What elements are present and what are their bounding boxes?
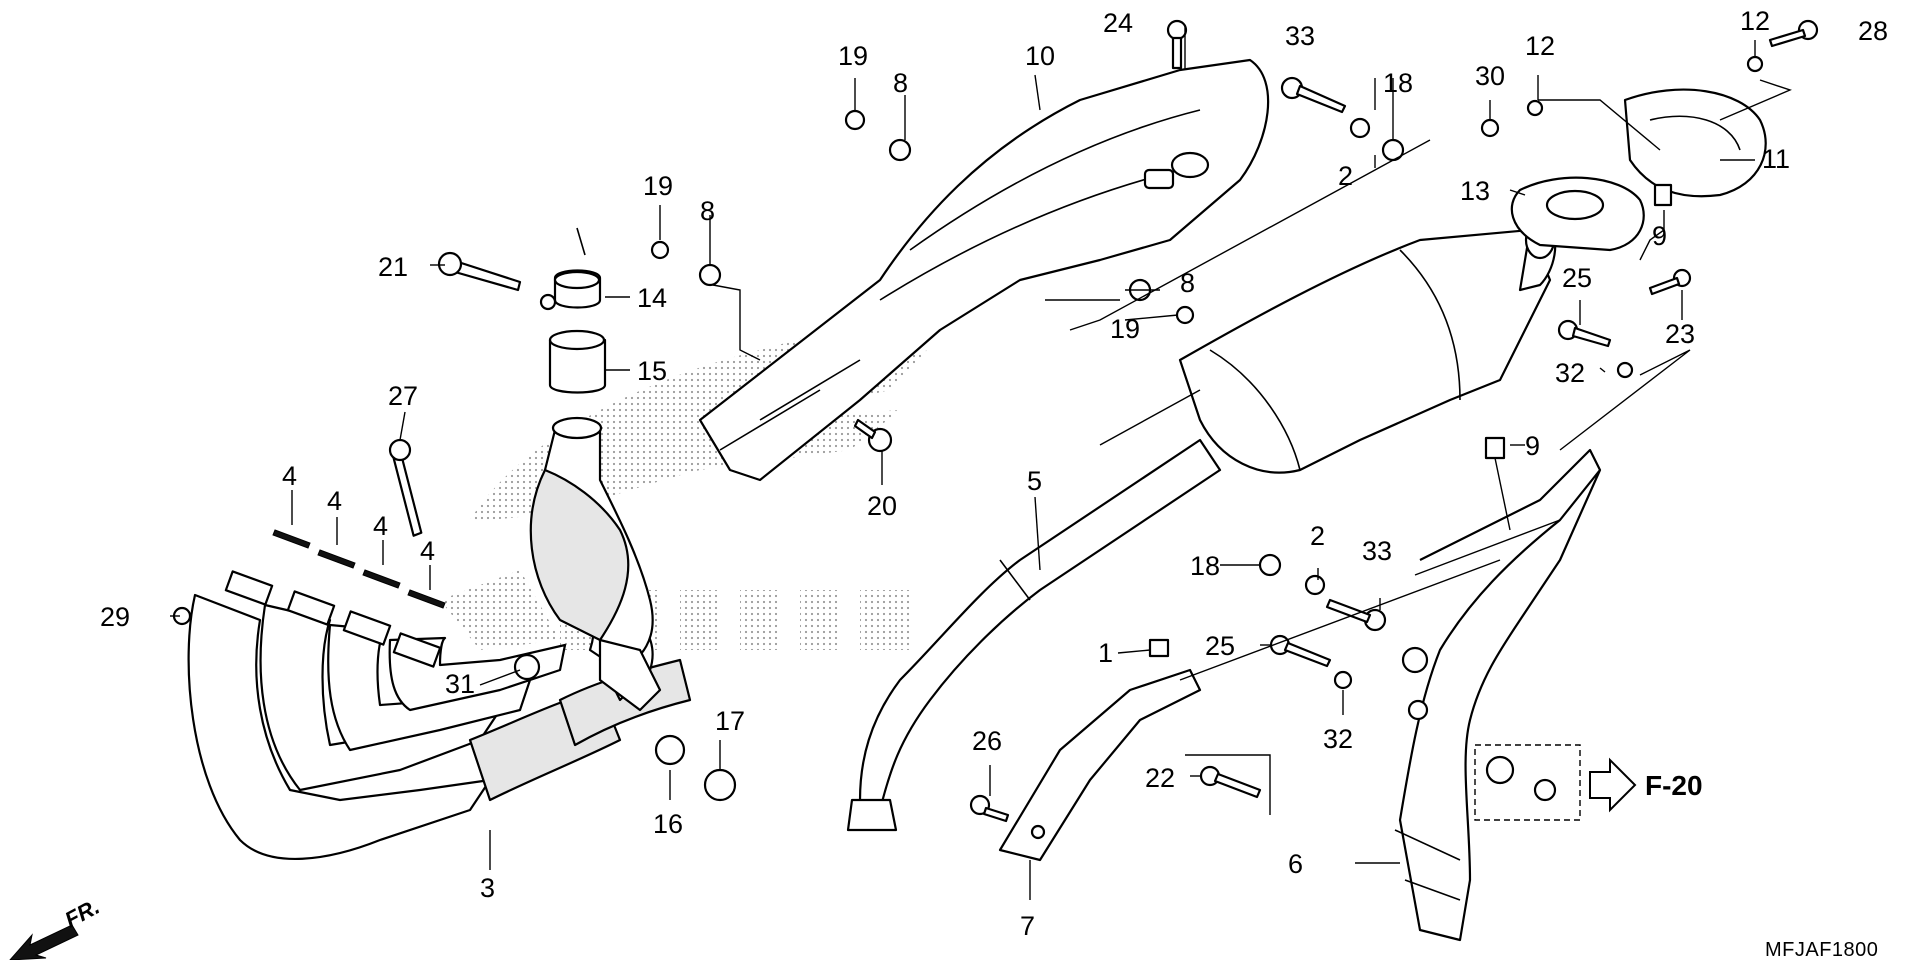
callout-8-c: 8 [1180, 268, 1195, 298]
callout-8-a: 8 [893, 68, 908, 98]
reference-arrow-icon [1589, 757, 1637, 813]
callout-12-b: 12 [1740, 6, 1770, 36]
reference-box [1474, 744, 1581, 821]
pipe-protector [998, 668, 1202, 862]
front-marker-label: FR. [61, 894, 104, 933]
callout-11: 11 [1762, 144, 1790, 174]
washers-and-nuts [172, 55, 1764, 802]
callout-26: 26 [972, 726, 1002, 756]
callout-9-a: 9 [1652, 221, 1667, 251]
callout-32-a: 32 [1555, 358, 1585, 388]
callout-1: 1 [1098, 638, 1113, 668]
callout-15: 15 [637, 356, 667, 386]
callout-25-a: 25 [1562, 263, 1592, 293]
callout-18-b: 18 [1190, 551, 1220, 581]
callout-32-b: 32 [1323, 724, 1353, 754]
bolt-33-bottom [1325, 598, 1387, 632]
callout-18-a: 18 [1383, 68, 1413, 98]
callout-4-a: 4 [282, 461, 297, 491]
muffler-end-cap [1510, 176, 1645, 252]
callout-25-b: 25 [1205, 631, 1235, 661]
callout-17: 17 [715, 706, 745, 736]
callout-21: 21 [378, 252, 408, 282]
callout-30: 30 [1475, 61, 1505, 91]
callout-10: 10 [1025, 41, 1055, 71]
callout-33-a: 33 [1285, 21, 1315, 51]
bolt-20 [853, 418, 893, 453]
heat-protector [698, 58, 1270, 482]
bolt-25-bottom [1269, 634, 1332, 668]
callout-labels: 19 8 10 24 33 18 2 30 12 12 28 11 13 9 2… [100, 6, 1888, 941]
callout-3: 3 [480, 873, 495, 903]
bolt-25-top [1557, 319, 1612, 348]
callout-2-a: 2 [1338, 161, 1353, 191]
callout-9-b: 9 [1525, 431, 1540, 461]
callout-2-b: 2 [1310, 521, 1325, 551]
callout-12-a: 12 [1525, 31, 1555, 61]
collector-pipe [529, 416, 662, 712]
bolt-21 [437, 251, 522, 292]
callout-8-b: 8 [700, 196, 715, 226]
callout-5: 5 [1027, 466, 1042, 496]
callout-19-b: 19 [643, 171, 673, 201]
callout-23: 23 [1665, 319, 1695, 349]
callout-31: 31 [445, 669, 475, 699]
callout-4-d: 4 [420, 536, 435, 566]
callout-14: 14 [637, 283, 667, 313]
callout-33-b: 33 [1362, 536, 1392, 566]
bolt-23 [1648, 268, 1692, 296]
callout-20: 20 [867, 491, 897, 521]
callout-27: 27 [388, 381, 418, 411]
bolt-33-top [1280, 76, 1347, 114]
exhaust-gasket [548, 329, 607, 394]
callout-28: 28 [1858, 16, 1888, 46]
callout-29: 29 [100, 602, 130, 632]
bolt-28 [1768, 19, 1819, 48]
front-direction-arrow-icon [9, 924, 79, 960]
callout-16: 16 [653, 809, 683, 839]
exhaust-header-pipes [187, 570, 692, 861]
exhaust-gaskets [272, 529, 446, 609]
bolt-26 [969, 794, 1010, 823]
drawing-code: MFJAF1800 [1765, 939, 1878, 960]
muffler-end-cover [1623, 88, 1767, 198]
callout-6: 6 [1288, 849, 1303, 879]
callout-19-a: 19 [838, 41, 868, 71]
callout-13: 13 [1460, 176, 1490, 206]
callout-7: 7 [1020, 911, 1035, 941]
exhaust-clamp [539, 269, 602, 311]
bracket-22 [1185, 754, 1271, 815]
callout-19-c: 19 [1110, 314, 1140, 344]
callout-24: 24 [1103, 8, 1133, 38]
bolt-24 [1166, 19, 1188, 70]
bolt-22 [1199, 765, 1262, 799]
callout-4-c: 4 [373, 511, 388, 541]
reference-label: F-20 [1645, 770, 1703, 801]
callout-4-b: 4 [327, 486, 342, 516]
callout-22: 22 [1145, 763, 1175, 793]
leader-lines [170, 25, 1792, 900]
muffler [846, 220, 1557, 832]
muffler-bracket [1394, 448, 1602, 942]
